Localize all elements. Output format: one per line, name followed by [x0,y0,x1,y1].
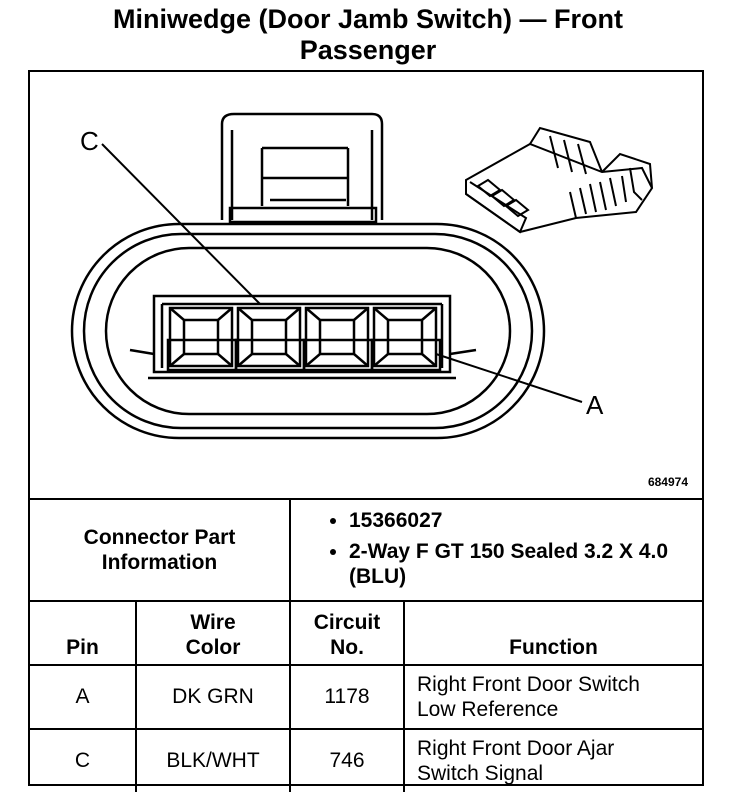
connector-info-item: 15366027 [349,508,702,533]
connector-info-label: Connector Part Information [30,498,291,602]
header-wire-color: Wire Color [135,600,291,666]
connector-frame: C A 684974 Connector Part Information [28,70,704,792]
table-row: A DK GRN 1178 Right Front Door Switch Lo… [30,664,702,730]
cell-wire-color: BLK/WHT [135,728,291,792]
cell-circuit: 746 [289,728,405,792]
header-circuit: Circuit No. [289,600,405,666]
terminal-cavities [166,306,442,372]
cell-circuit: 1178 [289,664,405,730]
leader-line-c [101,143,261,305]
table-row: C BLK/WHT 746 Right Front Door Ajar Swit… [30,728,702,792]
latch-tab [220,112,384,220]
cell-function: Right Front Door Ajar Switch Signal [403,728,702,792]
figure-code: 684974 [647,475,688,489]
terminal-3 [302,306,374,372]
cell-pin: C [30,728,137,792]
terminal-1 [166,306,238,372]
leader-line-a [435,353,583,403]
pin-label-a: A [586,390,604,420]
pin-label-c: C [80,126,99,156]
connector-info-label-line-1: Connector Part [83,526,236,549]
connector-diagram: C A 684974 [30,72,702,498]
terminal-4 [370,306,442,372]
title-line-1: Miniwedge (Door Jamb Switch) — Front [112,4,623,34]
title-line-2: Passenger [299,35,437,65]
connector-info-row: Connector Part Information 15366027 2-Wa… [30,498,702,602]
header-pin: Pin [30,600,137,666]
page-title: Miniwedge (Door Jamb Switch) — Front Pas… [0,4,736,66]
connector-info-label-line-2: Information [101,551,218,574]
connector-table: Connector Part Information 15366027 2-Wa… [30,498,702,792]
connector-info-item: 2-Way F GT 150 Sealed 3.2 X 4.0 (BLU) [349,539,702,589]
connector-info-list: 15366027 2-Way F GT 150 Sealed 3.2 X 4.0… [289,498,702,602]
cell-pin: A [30,664,137,730]
cell-wire-color: DK GRN [135,664,291,730]
table-header-row: Pin Wire Color Circuit No. Function [30,600,702,666]
connector-face-drawing: C A [70,112,654,440]
connector-outer-shell [70,222,546,440]
cell-function: Right Front Door Switch Low Reference [403,664,702,730]
terminal-2 [234,306,306,372]
header-function: Function [403,600,702,666]
connector-thumbnail-icon [465,126,654,234]
